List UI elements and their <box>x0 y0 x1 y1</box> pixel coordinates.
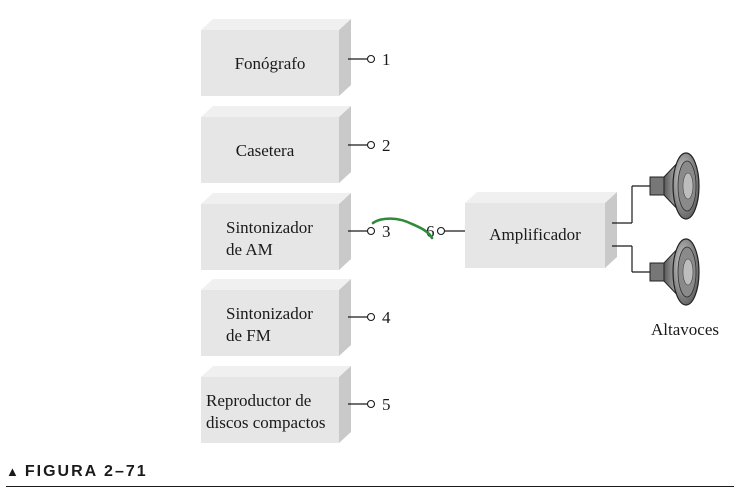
terminal-1-label: 1 <box>382 50 391 69</box>
cd-player-box-side <box>339 366 351 443</box>
am-tuner-box: Sintonizador de AM 3 <box>201 193 391 270</box>
amplifier-box-side <box>605 192 617 268</box>
phonograph-box-front <box>201 30 339 96</box>
cassette-box-front <box>201 117 339 183</box>
terminal-4 <box>366 312 376 322</box>
am-tuner-box-top <box>201 193 351 204</box>
am-tuner-box-front <box>201 204 339 270</box>
phonograph-box-side <box>339 19 351 96</box>
amplifier-box: Amplificador 6 <box>426 192 617 268</box>
phonograph-label: Fonógrafo <box>235 54 306 73</box>
cassette-label: Casetera <box>236 141 295 160</box>
speaker-top-icon <box>649 152 700 220</box>
phonograph-box-top <box>201 19 351 30</box>
caption-text: FIGURA 2–71 <box>24 463 148 480</box>
am-tuner-label-line1: Sintonizador <box>226 218 313 237</box>
fm-tuner-label-line1: Sintonizador <box>226 304 313 323</box>
caption-triangle-icon: ▲ <box>6 464 19 479</box>
speakers-label: Altavoces <box>651 320 719 339</box>
speaker-bottom-icon <box>649 238 700 306</box>
fm-tuner-box-side <box>339 279 351 356</box>
terminal-2-label: 2 <box>382 136 391 155</box>
figure-caption: ▲ FIGURA 2–71 <box>6 463 148 481</box>
selector-jumper <box>371 217 434 240</box>
amplifier-label: Amplificador <box>489 225 581 244</box>
cd-player-box-front <box>201 377 339 443</box>
am-tuner-box-side <box>339 193 351 270</box>
cd-player-box: Reproductor de discos compactos 5 <box>201 366 391 443</box>
speaker-wiring <box>612 185 650 273</box>
phonograph-box: Fonógrafo 1 <box>201 19 391 96</box>
cd-player-box-top <box>201 366 351 377</box>
cd-player-label-line2: discos compactos <box>206 413 325 432</box>
terminal-2 <box>366 140 376 150</box>
terminal-6-label: 6 <box>426 222 435 241</box>
terminal-5 <box>366 399 376 409</box>
terminal-4-label: 4 <box>382 308 391 327</box>
cassette-box-side <box>339 106 351 183</box>
terminal-6 <box>436 226 446 236</box>
terminal-3 <box>366 226 376 236</box>
cd-player-label-line1: Reproductor de <box>206 391 311 410</box>
fm-tuner-box: Sintonizador de FM 4 <box>201 279 391 356</box>
fm-tuner-label-line2: de FM <box>226 326 271 345</box>
caption-rule <box>6 486 734 487</box>
am-tuner-label-line2: de AM <box>226 240 273 259</box>
cassette-box: Casetera 2 <box>201 106 391 183</box>
cassette-box-top <box>201 106 351 117</box>
amplifier-box-top <box>465 192 617 203</box>
amplifier-box-front <box>465 203 605 268</box>
fm-tuner-box-top <box>201 279 351 290</box>
terminal-3-label: 3 <box>382 222 391 241</box>
terminal-5-label: 5 <box>382 395 391 414</box>
fm-tuner-box-front <box>201 290 339 356</box>
terminal-1 <box>366 54 376 64</box>
